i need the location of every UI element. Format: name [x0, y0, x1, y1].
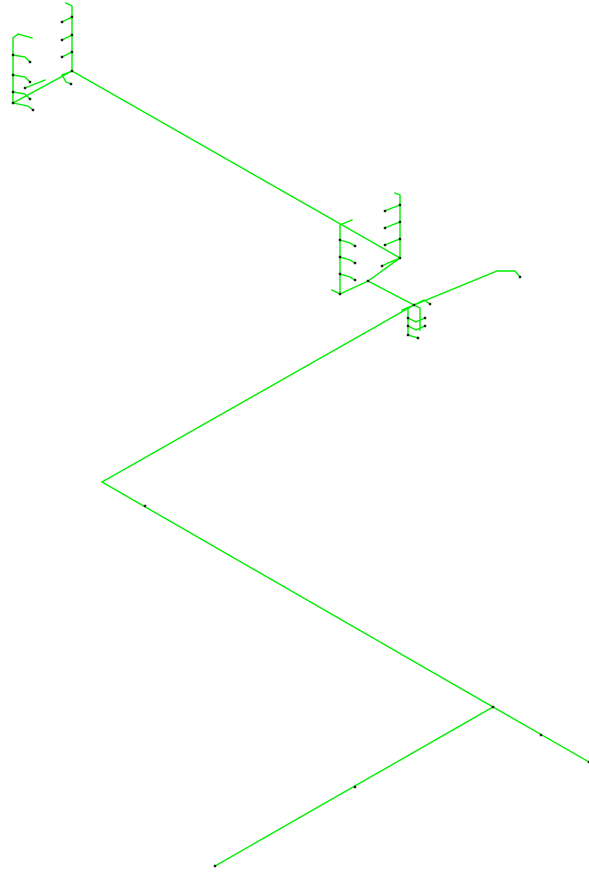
mid-riser-right — [394, 192, 401, 259]
mid-riser-right-branch-4 — [381, 257, 401, 267]
mid-riser-right-branch-1 — [384, 204, 401, 212]
pipe-network — [12, 2, 589, 867]
node-marker — [60, 38, 64, 42]
node-marker — [353, 278, 357, 282]
node-marker — [380, 264, 384, 268]
node-marker — [28, 80, 32, 84]
riser-left-branch-4 — [12, 102, 34, 111]
node-marker — [383, 226, 387, 230]
node-marker — [428, 302, 432, 306]
mid-riser-branch-2 — [339, 256, 356, 264]
node-marker — [70, 33, 74, 37]
valve-cross-1 — [407, 317, 426, 323]
node-marker — [70, 69, 74, 73]
riser-right-branch-1 — [61, 16, 73, 23]
node-marker — [416, 336, 420, 340]
node-marker — [353, 261, 357, 265]
node-marker — [398, 220, 402, 224]
node-marker — [11, 90, 15, 94]
node-marker — [70, 50, 74, 54]
mid-riser-branch-3 — [339, 273, 356, 281]
node-marker — [406, 324, 410, 328]
node-marker — [353, 785, 357, 789]
node-marker — [60, 20, 64, 24]
mid-riser-branch-1 — [339, 239, 356, 247]
node-marker — [491, 705, 495, 709]
riser-right-branch-2 — [61, 34, 73, 41]
node-marker — [143, 504, 147, 508]
node-marker — [11, 53, 15, 57]
riser-cross-1 — [24, 79, 46, 89]
node-marker — [539, 733, 543, 737]
node-marker — [28, 60, 32, 64]
node-marker — [70, 15, 74, 19]
node-marker — [213, 864, 217, 868]
node-marker — [338, 255, 342, 259]
node-marker — [353, 244, 357, 248]
node-marker — [406, 316, 410, 320]
node-marker — [398, 237, 402, 241]
valve-foot — [407, 334, 419, 339]
riser-left-branch-1 — [12, 54, 31, 63]
valve-cap — [413, 299, 431, 306]
riser-left-1 — [12, 33, 33, 104]
node-marker — [31, 108, 35, 112]
node-marker — [69, 82, 73, 86]
node-marker — [406, 333, 410, 337]
node-marker — [423, 324, 427, 328]
node-marker — [11, 101, 15, 105]
mid-riser-right-branch-3 — [384, 238, 401, 246]
main-pipe-upper — [71, 70, 401, 259]
node-marker — [338, 272, 342, 276]
node-marker — [587, 760, 589, 764]
node-marker — [11, 73, 15, 77]
node-markers — [11, 15, 589, 868]
node-marker — [60, 55, 64, 59]
mid-riser-right-branch-2 — [384, 221, 401, 229]
node-marker — [383, 243, 387, 247]
mid-riser-left — [339, 219, 353, 295]
node-marker — [518, 275, 522, 279]
node-marker — [412, 303, 416, 307]
node-marker — [338, 292, 342, 296]
riser-right-branch-4 — [60, 70, 73, 85]
node-marker — [423, 316, 427, 320]
riser-right-branch-3 — [61, 51, 73, 58]
riser-left-branch-2 — [12, 74, 31, 83]
riser-right-1 — [65, 2, 73, 72]
riser-left-branch-3 — [12, 91, 31, 100]
valve-cross-2 — [407, 325, 426, 331]
node-marker — [23, 86, 27, 90]
node-marker — [366, 279, 370, 283]
node-marker — [28, 97, 32, 101]
node-marker — [338, 238, 342, 242]
branch-pipe-right — [401, 270, 521, 311]
node-marker — [398, 203, 402, 207]
node-marker — [398, 256, 402, 260]
node-marker — [383, 209, 387, 213]
